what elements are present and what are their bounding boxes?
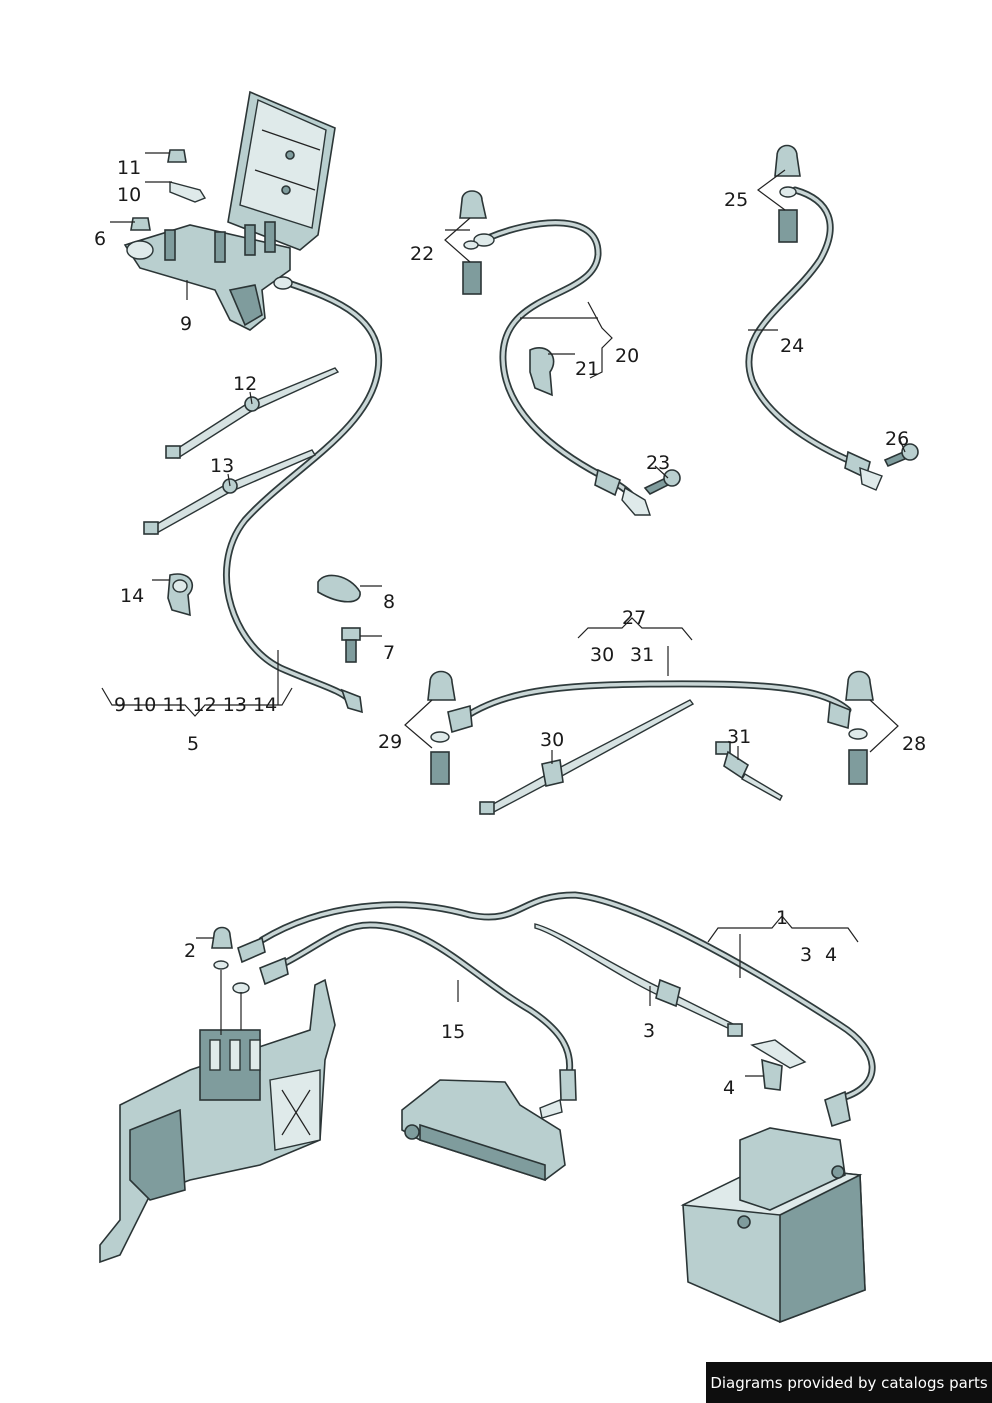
cable-tie-31 (715, 741, 783, 801)
fuse-holder-9 (123, 90, 336, 331)
cable-5 (222, 276, 383, 714)
bolt-23 (643, 469, 681, 495)
label-26: 26 (885, 428, 909, 450)
label-24: 24 (780, 335, 804, 357)
label-22: 22 (410, 243, 434, 265)
bolt-26 (883, 443, 919, 468)
cable-15 (259, 921, 577, 1119)
label-27: 27 (622, 607, 646, 629)
label-28: 28 (902, 733, 926, 755)
cable-27 (447, 680, 852, 734)
label-6: 6 (94, 228, 106, 250)
nut-22 (459, 190, 487, 295)
label-1: 1 (776, 907, 788, 929)
nut-29 (427, 670, 456, 785)
cable-1 (237, 891, 876, 1102)
label-12: 12 (233, 373, 257, 395)
holder-4 (750, 1039, 807, 1091)
label-31-group: 31 (630, 644, 654, 666)
label-5: 5 (187, 733, 199, 755)
label-8: 8 (383, 591, 395, 613)
label-group-5: 9 10 11 12 13 14 (114, 694, 277, 716)
label-11: 11 (117, 157, 141, 179)
cable-tie-3 (534, 923, 743, 1037)
label-2: 2 (184, 940, 196, 962)
label-31: 31 (727, 726, 751, 748)
label-4-group: 4 (825, 944, 837, 966)
label-3-group: 3 (800, 944, 812, 966)
bolt-7 (341, 627, 361, 663)
nut-25 (774, 144, 801, 243)
label-3: 3 (643, 1020, 655, 1042)
label-25: 25 (724, 189, 748, 211)
label-15: 15 (441, 1021, 465, 1043)
label-30-group: 30 (590, 644, 614, 666)
nut-28 (845, 670, 874, 785)
cable-tie-30 (479, 699, 695, 815)
label-9: 9 (180, 313, 192, 335)
label-30: 30 (540, 729, 564, 751)
leader-lines (101, 152, 906, 1077)
clip-21 (529, 347, 555, 397)
callout-labels: 11 10 6 9 12 13 14 8 7 9 10 11 12 13 14 … (94, 157, 926, 1099)
label-20: 20 (615, 345, 639, 367)
label-7: 7 (383, 642, 395, 664)
fuse-box-bracket (99, 970, 336, 1264)
terminal-10 (169, 181, 207, 203)
label-21: 21 (575, 358, 599, 380)
label-14: 14 (120, 585, 144, 607)
cover-plate (401, 1079, 566, 1182)
cable-20 (473, 219, 651, 516)
clip-14 (167, 573, 194, 617)
label-10: 10 (117, 184, 141, 206)
label-23: 23 (646, 452, 670, 474)
nut-11 (167, 149, 187, 163)
battery (680, 1090, 866, 1324)
cable-24 (745, 186, 883, 491)
footer-credit: Diagrams provided by catalogs parts (706, 1362, 992, 1403)
nut-2 (211, 926, 250, 994)
cover-8 (317, 574, 361, 603)
nut-6 (130, 217, 151, 231)
label-4: 4 (723, 1077, 735, 1099)
label-13: 13 (210, 455, 234, 477)
label-29: 29 (378, 731, 402, 753)
